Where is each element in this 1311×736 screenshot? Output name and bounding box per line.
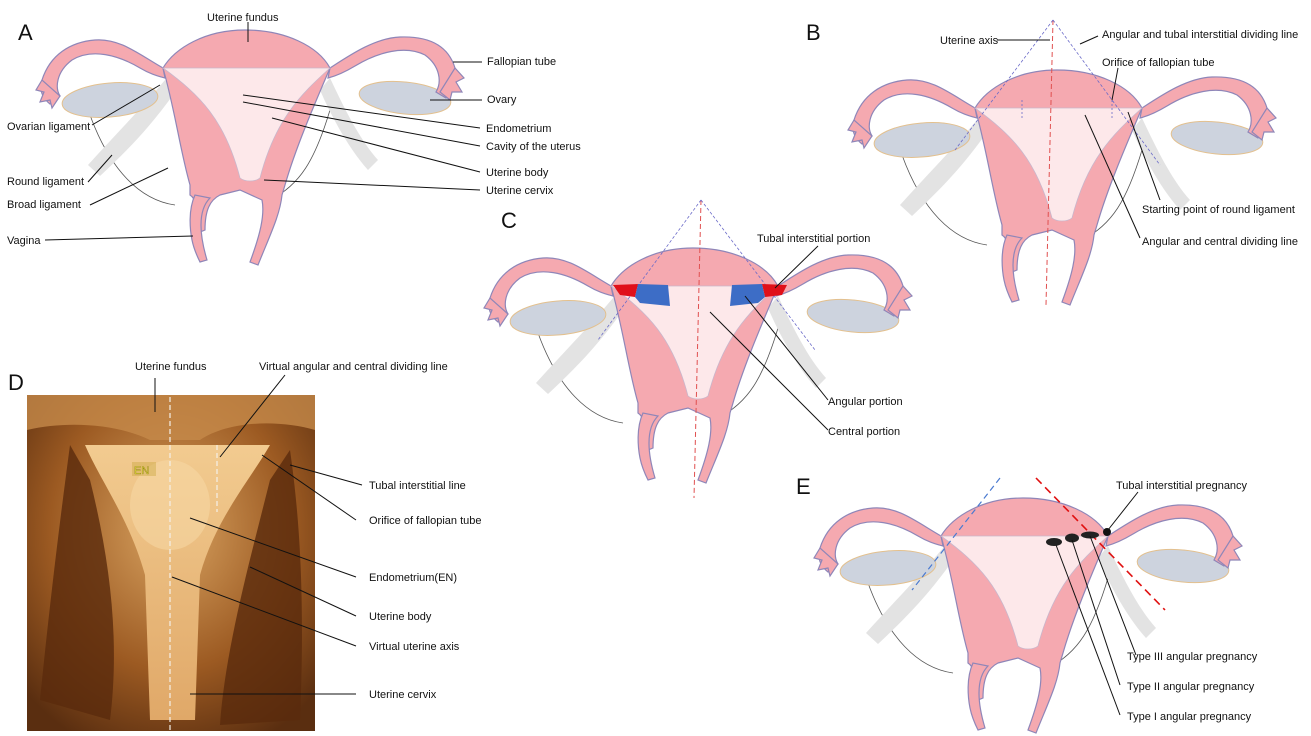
label-type-iii: Type III angular pregnancy — [1127, 651, 1258, 663]
en-tag: EN — [134, 465, 149, 477]
label-uterine-body-d: Uterine body — [369, 611, 432, 623]
label-uterine-axis: Uterine axis — [940, 35, 999, 47]
label-tubal-interstitial-portion: Tubal interstitial portion — [757, 233, 870, 245]
type-i-gestation — [1046, 538, 1062, 546]
panel-b-letter: B — [806, 20, 821, 45]
label-round-ligament: Round ligament — [7, 176, 84, 188]
tubal-interstitial-gestation — [1103, 528, 1111, 536]
panel-d-letter: D — [8, 370, 24, 395]
label-orifice-d: Orifice of fallopian tube — [369, 515, 482, 527]
panel-e-letter: E — [796, 474, 811, 499]
label-endometrium: Endometrium — [486, 123, 551, 135]
label-central-portion: Central portion — [828, 426, 900, 438]
label-uterine-cervix-d: Uterine cervix — [369, 689, 437, 701]
label-tubal-interstitial-pregnancy: Tubal interstitial pregnancy — [1116, 480, 1248, 492]
label-fallopian-tube: Fallopian tube — [487, 56, 556, 68]
label-uterine-fundus-a: Uterine fundus — [207, 12, 279, 24]
label-orifice-b: Orifice of fallopian tube — [1102, 57, 1215, 69]
tubal-interstitial-right — [762, 284, 787, 297]
label-broad-ligament: Broad ligament — [7, 199, 81, 211]
uterus-diagram-a — [36, 30, 464, 265]
uterus-diagram-b — [848, 70, 1276, 305]
label-virtual-dividing-line: Virtual angular and central dividing lin… — [259, 361, 448, 373]
label-round-ligament-start: Starting point of round ligament — [1142, 204, 1295, 216]
label-cavity-of-uterus: Cavity of the uterus — [486, 141, 581, 153]
uterus-diagram-e — [814, 498, 1242, 733]
label-virtual-uterine-axis: Virtual uterine axis — [369, 641, 460, 653]
label-type-ii: Type II angular pregnancy — [1127, 681, 1255, 693]
angular-portion-left — [635, 284, 670, 306]
label-endometrium-en: Endometrium(EN) — [369, 572, 457, 584]
label-angular-portion: Angular portion — [828, 396, 903, 408]
label-angular-tubal-line: Angular and tubal interstitial dividing … — [1102, 29, 1298, 41]
label-vagina: Vagina — [7, 235, 41, 247]
label-uterine-cervix-a: Uterine cervix — [486, 185, 554, 197]
label-tubal-interstitial-line: Tubal interstitial line — [369, 480, 466, 492]
uterus-diagram-c — [484, 248, 912, 483]
label-angular-central-line: Angular and central dividing line — [1142, 236, 1298, 248]
type-iii-gestation — [1081, 532, 1099, 539]
label-uterine-fundus-d: Uterine fundus — [135, 361, 207, 373]
panel-c-letter: C — [501, 208, 517, 233]
panel-a-letter: A — [18, 20, 33, 45]
label-ovarian-ligament: Ovarian ligament — [7, 121, 90, 133]
ultrasound-3d-image — [27, 395, 315, 731]
label-ovary: Ovary — [487, 94, 517, 106]
label-uterine-body-a: Uterine body — [486, 167, 549, 179]
label-type-i: Type I angular pregnancy — [1127, 711, 1252, 723]
